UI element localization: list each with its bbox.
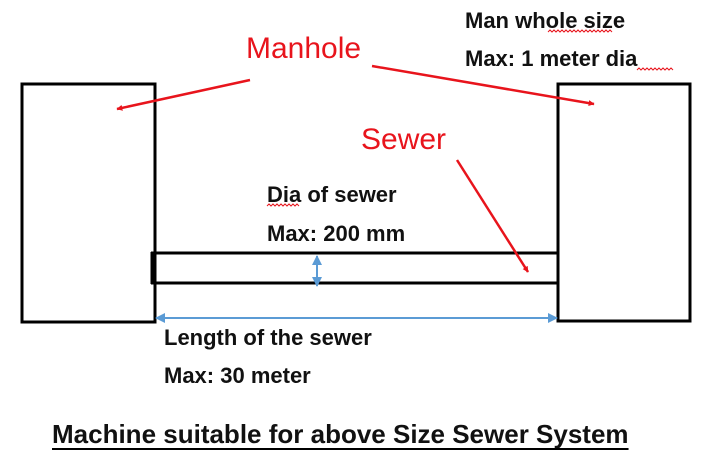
manhole-label: Manhole — [246, 32, 361, 65]
spellcheck-underline-whole — [547, 29, 613, 33]
sewer-diameter-title: Dia of sewer — [267, 182, 397, 207]
sewer-arrow-icon — [455, 159, 530, 273]
spellcheck-underline-dia2 — [636, 67, 674, 71]
sewer-label: Sewer — [361, 123, 446, 156]
manhole-right-arrow-icon — [371, 64, 595, 107]
sewer-diameter-value: Max: 200 mm — [267, 221, 405, 246]
spellcheck-underline-dia — [266, 203, 300, 207]
sewer-length-title: Length of the sewer — [164, 325, 372, 350]
sewer-length-value: Max: 30 meter — [164, 363, 311, 388]
manhole-size-title: Man whole size — [465, 8, 625, 33]
left-manhole-box — [20, 82, 157, 324]
right-manhole-box — [556, 82, 692, 323]
diagram-caption: Machine suitable for above Size Sewer Sy… — [52, 419, 629, 449]
manhole-left-arrow-icon — [116, 78, 251, 111]
manhole-size-value: Max: 1 meter dia — [465, 46, 638, 71]
